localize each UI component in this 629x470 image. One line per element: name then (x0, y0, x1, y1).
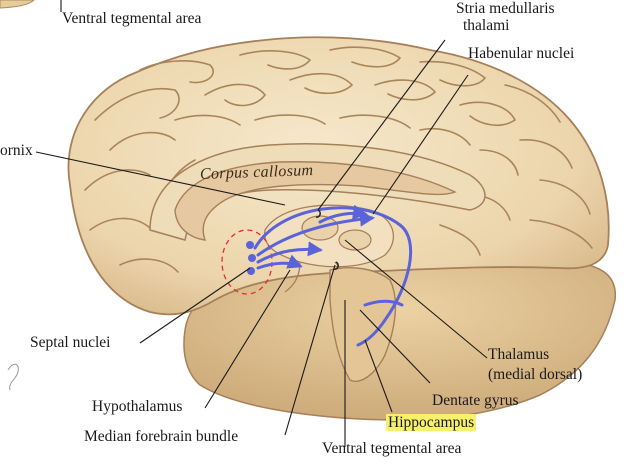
label-stria-medullaris-1: Stria medullaris (456, 0, 555, 17)
hypothalamic-pathway (256, 254, 303, 270)
label-fornix: ornix (0, 142, 33, 159)
thalamic-pathway (256, 241, 323, 264)
label-thalamus-2: (medial dorsal) (488, 366, 583, 383)
stria-medullaris-pathway (256, 211, 375, 257)
septal-dot-3 (247, 267, 255, 275)
limbic-pathways (253, 204, 413, 347)
label-stria-medullaris-2: thalami (463, 17, 510, 34)
upper-brain-fragment (0, 0, 35, 9)
label-ventral-tegmental-area-top: Ventral tegmental area (62, 10, 202, 27)
label-hippocampus: Hippocampus (386, 414, 477, 431)
label-habenular-nuclei: Habenular nuclei (468, 45, 575, 62)
dentate-pathway (363, 299, 404, 307)
septal-region-outline (221, 229, 273, 295)
label-median-forebrain-bundle: Median forebrain bundle (84, 428, 239, 445)
label-thalamus-1: Thalamus (488, 346, 550, 363)
septal-dot-1 (246, 241, 254, 249)
label-septal-nuclei: Septal nuclei (30, 334, 111, 351)
corpus-callosum (174, 161, 457, 241)
fornix-pathway (253, 206, 413, 347)
septal-dot-2 (248, 254, 256, 262)
habenula-marker (315, 209, 321, 218)
thalamus-nucleus (338, 229, 372, 251)
brainstem (329, 267, 397, 382)
stray-mark (7, 363, 19, 391)
habenular-pathway (318, 204, 368, 224)
label-dentate-gyrus: Dentate gyrus (432, 392, 519, 409)
leader-lines (35, 0, 488, 447)
gyri (84, 46, 593, 273)
mammillary-marker (333, 261, 339, 270)
label-ventral-tegmental-area-bottom: Ventral tegmental area (322, 440, 462, 457)
label-hypothalamus: Hypothalamus (92, 398, 183, 415)
